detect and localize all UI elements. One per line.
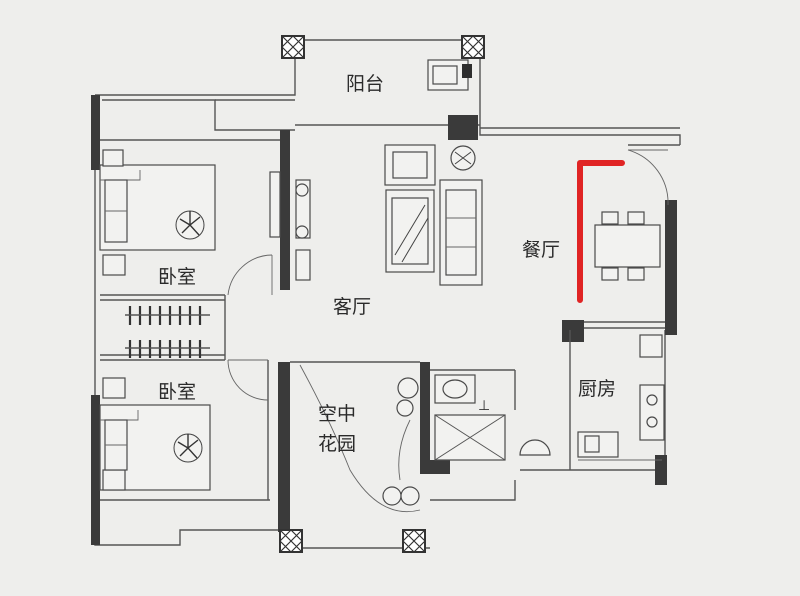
label-balcony: 阳台 xyxy=(346,73,384,95)
label-kitchen: 厨房 xyxy=(578,378,616,400)
label-bedroom-bottom: 卧室 xyxy=(158,381,196,403)
room-labels: 阳台 卧室 卧室 客厅 餐厅 厨房 空中 花园 xyxy=(158,73,616,455)
top-bedroom-furniture xyxy=(99,149,311,281)
svg-text:⊥: ⊥ xyxy=(478,398,490,414)
label-garden-line1: 空中 xyxy=(318,403,356,425)
label-garden-line2: 花园 xyxy=(318,433,356,455)
garden-plants xyxy=(299,364,421,513)
dining-furniture xyxy=(594,211,661,281)
bottom-bedroom-furniture xyxy=(99,377,211,491)
living-room-furniture xyxy=(384,144,483,286)
partitions xyxy=(100,139,665,501)
column-blocks xyxy=(279,35,485,553)
label-living-room: 客厅 xyxy=(333,296,371,318)
doors xyxy=(227,149,669,401)
highlight-mark xyxy=(577,160,625,303)
label-dining-room: 餐厅 xyxy=(522,239,560,261)
wardrobes xyxy=(125,306,210,358)
walls xyxy=(91,95,677,545)
bathroom-fixtures: ⊥ xyxy=(434,374,551,461)
label-bedroom-top: 卧室 xyxy=(158,266,196,288)
kitchen-fixtures xyxy=(577,334,665,461)
balcony-fixtures xyxy=(215,59,472,101)
